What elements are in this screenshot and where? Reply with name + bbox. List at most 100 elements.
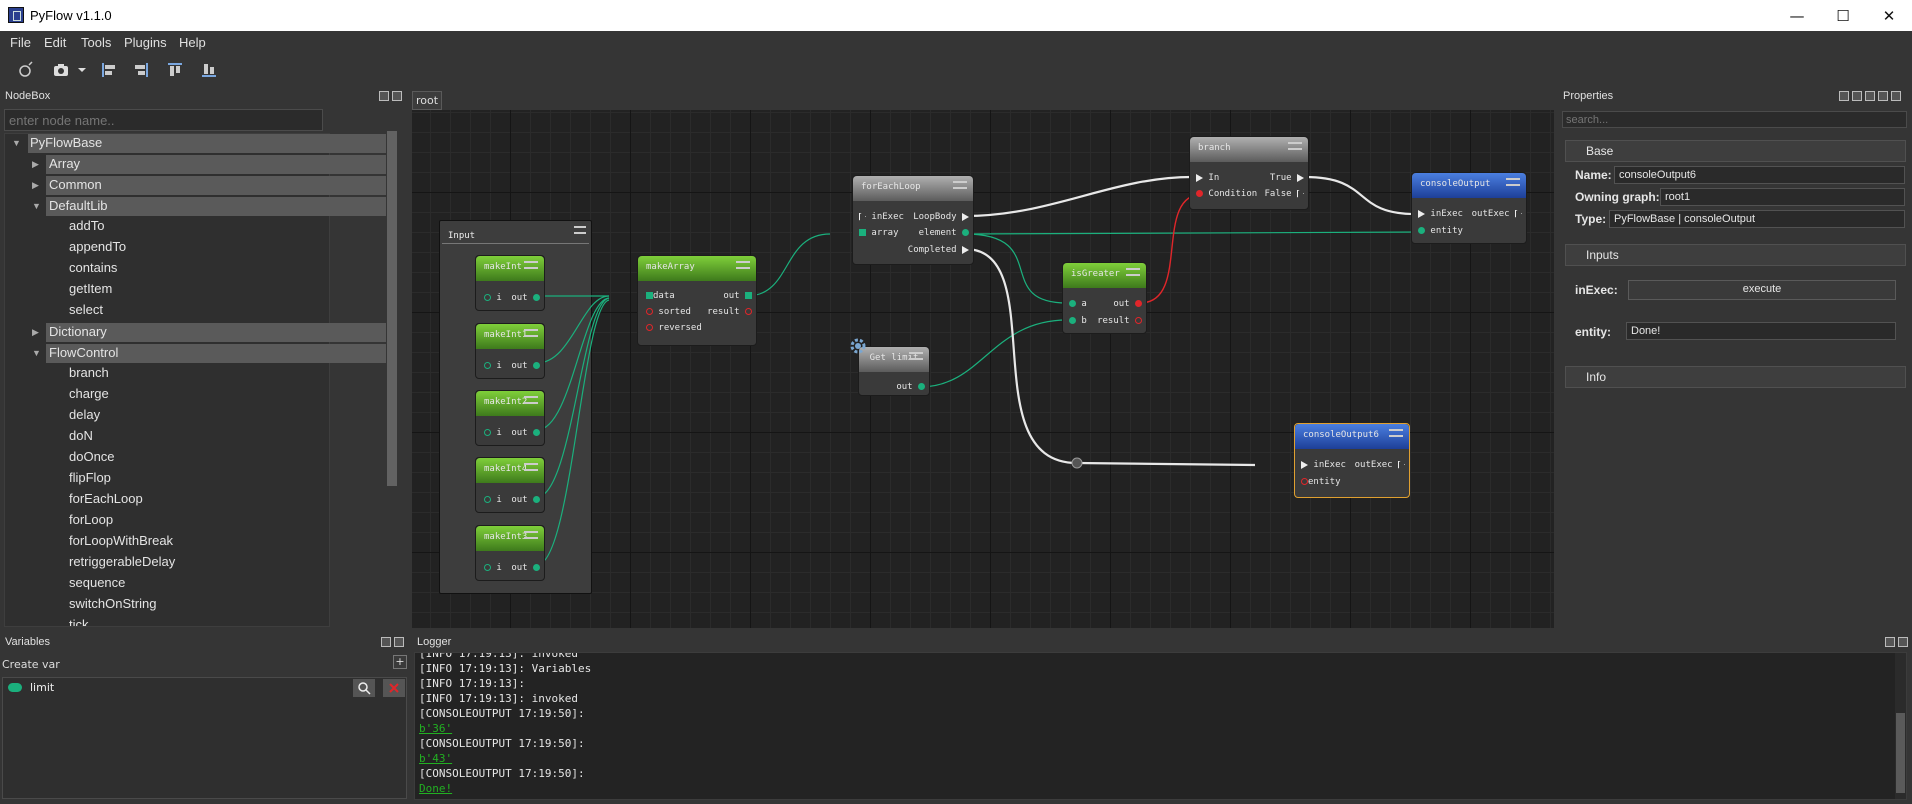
logger-scrollbar[interactable] [1895, 653, 1906, 799]
owning-graph-field[interactable]: root1 [1660, 188, 1905, 206]
execute-button[interactable]: execute [1628, 280, 1896, 300]
tree-item[interactable]: sequence [69, 575, 126, 590]
pin-entity[interactable]: entity [1301, 477, 1341, 487]
add-variable-button[interactable]: + [393, 655, 407, 669]
tree-item[interactable]: doOnce [69, 449, 115, 464]
tree-item[interactable]: select [69, 302, 103, 317]
menu-icon[interactable] [524, 329, 538, 337]
menu-icon[interactable] [1506, 178, 1520, 186]
tree-item-dictionary[interactable]: ▶ Dictionary [32, 323, 386, 342]
tab-root[interactable]: root [412, 91, 442, 110]
close-icon[interactable] [392, 91, 402, 101]
tree-item[interactable]: forLoopWithBreak [69, 533, 174, 548]
menu-icon[interactable] [524, 261, 538, 269]
menu-icon[interactable] [524, 463, 538, 471]
pin-array[interactable]: array [859, 228, 899, 238]
pin-out[interactable]: out [511, 361, 540, 371]
tree-item-array[interactable]: ▶ Array [32, 155, 386, 174]
tree-item[interactable]: retriggerableDelay [69, 554, 176, 569]
menu-file[interactable]: File [10, 35, 31, 50]
close-button[interactable]: ✕ [1882, 6, 1896, 25]
menu-icon[interactable] [1288, 142, 1302, 150]
pin-in[interactable]: In [1196, 173, 1219, 183]
menu-plugins[interactable]: Plugins [124, 35, 167, 50]
menu-icon[interactable] [524, 531, 538, 539]
pin-false[interactable]: False [1264, 189, 1304, 199]
graph-canvas[interactable]: Input makeInt i out [412, 110, 1554, 628]
tree-item[interactable]: doN [69, 428, 93, 443]
pin-out[interactable]: out [723, 291, 752, 301]
minimize-button[interactable]: — [1789, 6, 1805, 25]
tree-item[interactable]: appendTo [69, 239, 127, 254]
menu-icon[interactable] [1389, 429, 1403, 437]
menu-icon[interactable] [574, 226, 586, 234]
pin-out[interactable]: out [1113, 299, 1142, 309]
pin-outexec[interactable]: outExec [1472, 209, 1522, 219]
close-icon[interactable] [1898, 637, 1908, 647]
pin-i[interactable]: i [484, 361, 502, 371]
pin-entity[interactable]: entity [1418, 226, 1463, 236]
tree-item-defaultlib[interactable]: ▼ DefaultLib [32, 197, 386, 216]
name-field[interactable]: consoleOutput6 [1614, 166, 1905, 184]
tree-item[interactable]: switchOnString [69, 596, 157, 611]
chevron-right-icon[interactable]: ▶ [32, 180, 39, 190]
type-field[interactable]: PyFlowBase | consoleOutput [1609, 210, 1905, 228]
pin-reversed[interactable]: reversed [646, 323, 702, 333]
tree-item[interactable]: forEachLoop [69, 491, 143, 506]
settings-icon[interactable] [1839, 91, 1849, 101]
node-makeint[interactable]: makeInt i out [475, 255, 545, 311]
nodebox-search-input[interactable] [4, 109, 323, 131]
node-makeint4[interactable]: makeInt4 i out [475, 457, 545, 513]
node-get-limit[interactable]: Get limit out [858, 346, 930, 396]
pin-data[interactable]: data [646, 291, 675, 301]
pin-out[interactable]: out [511, 293, 540, 303]
search-icon[interactable] [353, 679, 375, 697]
menu-icon[interactable] [1126, 268, 1140, 276]
node-consoleoutput[interactable]: consoleOutput inExec entity outExec [1411, 172, 1527, 244]
logger-output[interactable]: [INFO 17:19:13]: invoked [INFO 17:19:13]… [414, 652, 1907, 800]
tree-scrollbar[interactable] [387, 131, 397, 486]
copy-icon[interactable] [1852, 91, 1862, 101]
float-icon[interactable] [379, 91, 389, 101]
pin-b[interactable]: b [1069, 316, 1087, 326]
menu-icon[interactable] [953, 181, 967, 189]
pin-i[interactable]: i [484, 293, 502, 303]
section-info[interactable]: Info [1565, 366, 1906, 388]
tree-item[interactable]: forLoop [69, 512, 114, 527]
float-icon[interactable] [1885, 637, 1895, 647]
close-icon[interactable] [394, 637, 404, 647]
chevron-down-icon[interactable]: ▼ [32, 348, 41, 358]
node-consoleoutput6[interactable]: consoleOutput6 inExec entity outExec [1294, 423, 1410, 498]
menu-tools[interactable]: Tools [81, 35, 112, 50]
node-isgreater[interactable]: isGreater a b out result [1062, 262, 1147, 334]
chevron-down-icon[interactable]: ▼ [12, 138, 21, 148]
tree-item[interactable]: branch [69, 365, 109, 380]
tree-item-pyflowbase[interactable]: ▼ PyFlowBase [12, 134, 386, 153]
pin-outexec[interactable]: outExec [1355, 460, 1405, 470]
maximize-button[interactable]: ☐ [1836, 6, 1850, 25]
close-icon[interactable] [1891, 91, 1901, 101]
chevron-down-icon[interactable] [76, 61, 88, 79]
node-branch[interactable]: branch In Condition True False [1189, 136, 1309, 210]
chevron-right-icon[interactable]: ▶ [32, 159, 39, 169]
variable-row[interactable]: limit [3, 678, 406, 698]
align-left-icon[interactable] [100, 61, 118, 79]
pin-inexec[interactable]: inExec [1301, 460, 1346, 470]
tree-item-flowcontrol[interactable]: ▼ FlowControl [32, 344, 386, 363]
entity-field[interactable]: Done! [1626, 322, 1896, 340]
pin-true[interactable]: True [1270, 173, 1304, 183]
menu-edit[interactable]: Edit [44, 35, 67, 50]
lock-icon[interactable] [1865, 91, 1875, 101]
pin-a[interactable]: a [1069, 299, 1087, 309]
properties-search-input[interactable] [1562, 111, 1907, 128]
pin-out[interactable]: out [511, 428, 540, 438]
tree-item[interactable]: charge [69, 386, 109, 401]
screenshot-icon[interactable] [52, 61, 70, 79]
pin-i[interactable]: i [484, 495, 502, 505]
menu-help[interactable]: Help [179, 35, 206, 50]
menu-icon[interactable] [909, 352, 923, 360]
section-inputs[interactable]: Inputs [1565, 244, 1906, 266]
node-makearray[interactable]: makeArray data sorted reversed out resul… [637, 255, 757, 346]
float-icon[interactable] [381, 637, 391, 647]
align-bottom-icon[interactable] [200, 61, 218, 79]
